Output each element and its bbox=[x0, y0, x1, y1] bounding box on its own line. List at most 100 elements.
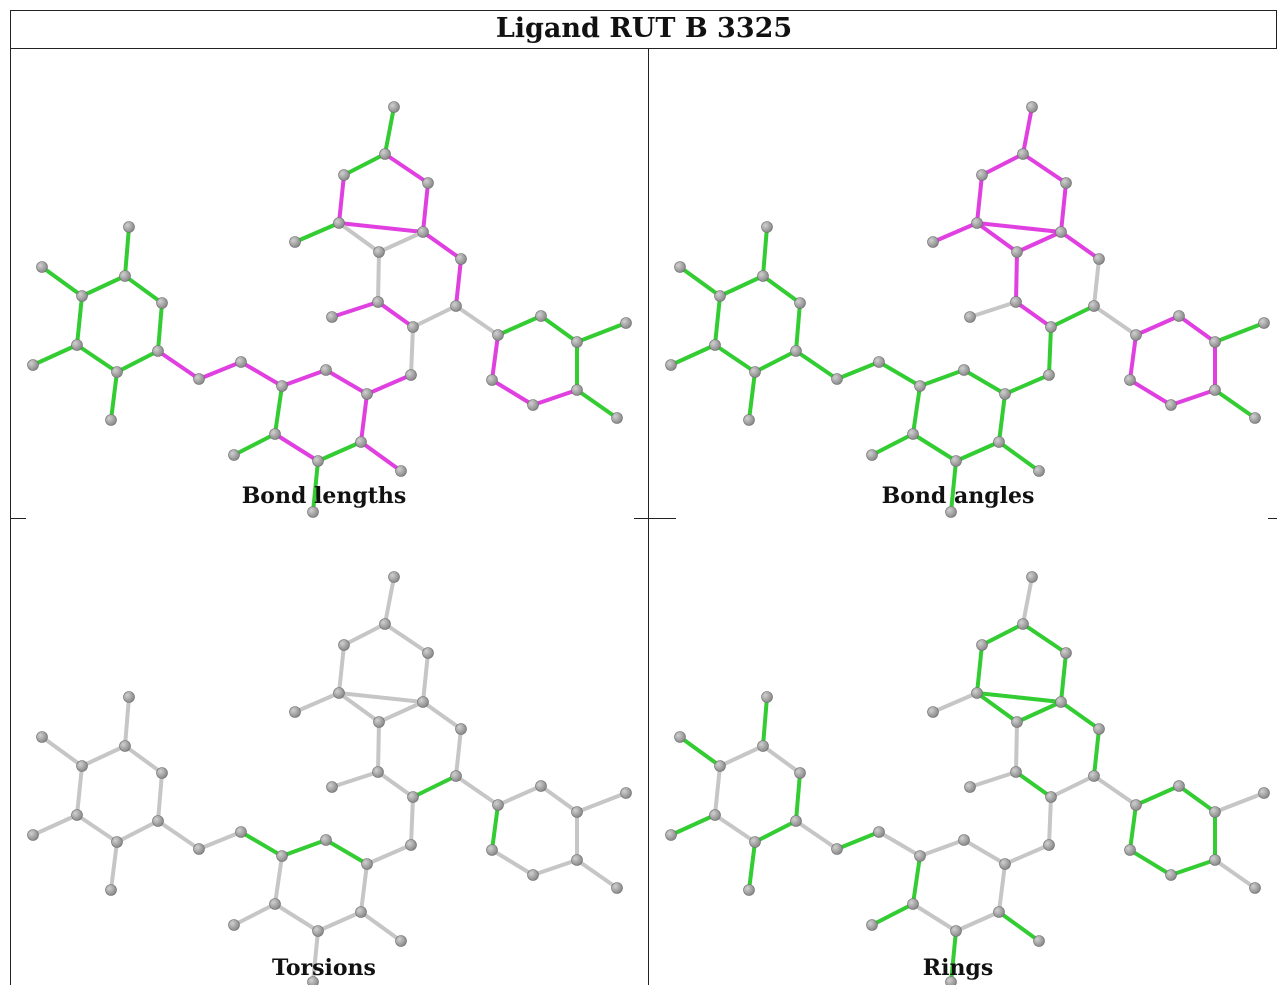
atom bbox=[333, 687, 345, 699]
bond bbox=[968, 300, 1018, 319]
bond bbox=[421, 230, 463, 261]
bond bbox=[337, 173, 346, 225]
atom bbox=[417, 226, 429, 238]
bond bbox=[911, 854, 922, 906]
bond bbox=[377, 230, 425, 254]
panel-torsions: Torsions bbox=[0, 519, 648, 985]
atom bbox=[964, 781, 976, 793]
atom bbox=[927, 706, 939, 718]
bond bbox=[975, 691, 1019, 724]
bond bbox=[678, 735, 722, 768]
atom bbox=[355, 906, 367, 918]
bond bbox=[409, 325, 415, 377]
panel-bond-angles: Bond angles bbox=[638, 49, 1277, 519]
bond bbox=[376, 770, 415, 799]
bond bbox=[337, 691, 425, 704]
atom bbox=[1249, 882, 1261, 894]
bond bbox=[1092, 257, 1101, 308]
bond bbox=[911, 432, 958, 463]
atom bbox=[749, 836, 761, 848]
bond bbox=[531, 388, 579, 407]
bond bbox=[342, 152, 387, 177]
atom bbox=[743, 884, 755, 896]
bond bbox=[421, 700, 463, 731]
bond bbox=[1021, 575, 1034, 626]
bond bbox=[293, 221, 341, 244]
atom bbox=[914, 850, 926, 862]
atom bbox=[1045, 791, 1057, 803]
atom bbox=[790, 345, 802, 357]
frame-left bbox=[10, 10, 11, 985]
bond bbox=[911, 902, 958, 933]
caption-torsions: Torsions bbox=[272, 955, 376, 981]
atom bbox=[417, 696, 429, 708]
bond bbox=[1059, 700, 1101, 731]
atom bbox=[527, 869, 539, 881]
bond bbox=[239, 360, 284, 388]
bond bbox=[359, 910, 403, 943]
atom bbox=[289, 236, 301, 248]
atom bbox=[971, 217, 983, 229]
atom bbox=[1088, 770, 1100, 782]
atom bbox=[527, 399, 539, 411]
atom bbox=[665, 829, 677, 841]
atom bbox=[450, 300, 462, 312]
atom bbox=[535, 780, 547, 792]
bond bbox=[409, 795, 415, 847]
bond bbox=[365, 373, 413, 396]
atom bbox=[761, 221, 773, 233]
bond bbox=[980, 152, 1025, 177]
bond bbox=[1021, 622, 1068, 655]
bond bbox=[1047, 795, 1053, 847]
atom bbox=[193, 843, 205, 855]
bond bbox=[1213, 321, 1266, 344]
bond bbox=[949, 459, 958, 514]
bond bbox=[75, 813, 119, 844]
atom bbox=[492, 329, 504, 341]
bond bbox=[975, 643, 984, 695]
bond bbox=[962, 368, 1007, 396]
bond bbox=[324, 838, 369, 866]
bond bbox=[324, 368, 369, 396]
atom bbox=[1258, 317, 1270, 329]
bond bbox=[1014, 250, 1019, 304]
bond bbox=[156, 349, 201, 381]
atom bbox=[1173, 780, 1185, 792]
bond bbox=[273, 902, 320, 933]
atom bbox=[1165, 869, 1177, 881]
atom bbox=[152, 345, 164, 357]
atom bbox=[373, 246, 385, 258]
atom bbox=[1130, 799, 1142, 811]
atom bbox=[831, 843, 843, 855]
bond bbox=[75, 294, 84, 347]
bond bbox=[747, 370, 757, 422]
bond bbox=[975, 221, 1019, 254]
caption-bond-lengths: Bond lengths bbox=[241, 483, 407, 509]
bond bbox=[575, 321, 628, 344]
bond bbox=[273, 384, 284, 436]
atom bbox=[486, 374, 498, 386]
bonds bbox=[31, 575, 628, 984]
bond bbox=[123, 274, 164, 305]
bond bbox=[383, 575, 396, 626]
atom bbox=[320, 364, 332, 376]
atom bbox=[361, 858, 373, 870]
atom bbox=[971, 687, 983, 699]
caption-rings: Rings bbox=[922, 955, 994, 981]
bond bbox=[1177, 784, 1217, 814]
molecule-bond-lengths bbox=[27, 101, 632, 518]
bond bbox=[918, 838, 966, 858]
atom bbox=[455, 253, 467, 265]
bond bbox=[968, 770, 1018, 789]
bond bbox=[365, 843, 413, 866]
frame-top bbox=[10, 10, 1277, 11]
bond bbox=[931, 221, 979, 244]
atom bbox=[361, 388, 373, 400]
atom bbox=[373, 716, 385, 728]
atom bbox=[794, 297, 806, 309]
bond bbox=[383, 622, 430, 655]
bond bbox=[997, 862, 1007, 914]
atom bbox=[873, 826, 885, 838]
bond bbox=[962, 838, 1007, 866]
atom bbox=[535, 310, 547, 322]
